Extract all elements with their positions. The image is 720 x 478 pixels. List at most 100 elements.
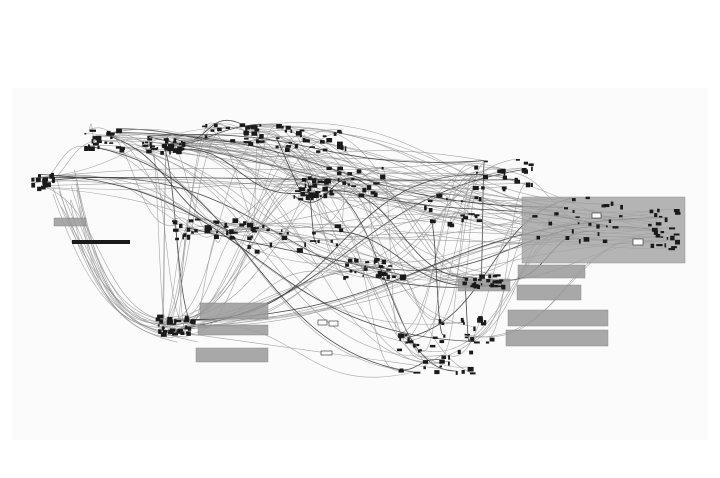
- graph-node-288[interactable]: [571, 198, 576, 202]
- graph-node-319[interactable]: [649, 209, 654, 214]
- graph-node-134[interactable]: [373, 182, 380, 185]
- graph-node-44[interactable]: [149, 142, 152, 146]
- graph-node-190[interactable]: [279, 232, 283, 235]
- graph-node-149[interactable]: [307, 176, 312, 180]
- graph-node-379[interactable]: [464, 333, 470, 336]
- graph-node-430[interactable]: [324, 179, 327, 184]
- graph-node-142[interactable]: [347, 172, 353, 176]
- node-param-2[interactable]: [328, 320, 339, 327]
- graph-node-315[interactable]: [656, 244, 663, 247]
- graph-node-23[interactable]: [89, 146, 95, 151]
- graph-node-105[interactable]: [276, 124, 282, 129]
- graph-node-49[interactable]: [172, 148, 179, 153]
- graph-node-83[interactable]: [259, 134, 264, 139]
- graph-node-133[interactable]: [356, 169, 362, 174]
- graph-node-276[interactable]: [474, 165, 479, 170]
- graph-node-35[interactable]: [116, 128, 122, 134]
- graph-node-246[interactable]: [463, 216, 469, 220]
- graph-node-393[interactable]: [172, 332, 178, 336]
- graph-node-299[interactable]: [612, 226, 619, 229]
- graph-node-60[interactable]: [167, 143, 172, 149]
- graph-node-323[interactable]: [659, 215, 663, 218]
- graph-node-373[interactable]: [461, 320, 465, 323]
- graph-node-1[interactable]: [42, 177, 49, 182]
- graph-node-141[interactable]: [358, 193, 365, 198]
- graph-node-414[interactable]: [305, 196, 310, 200]
- graph-node-161[interactable]: [179, 223, 183, 228]
- graph-node-164[interactable]: [243, 221, 247, 226]
- graph-node-466[interactable]: [470, 284, 473, 288]
- graph-node-232[interactable]: [378, 265, 383, 268]
- graph-node-347[interactable]: [413, 372, 416, 374]
- graph-node-281[interactable]: [610, 201, 614, 206]
- graph-node-305[interactable]: [554, 212, 559, 216]
- graph-node-311[interactable]: [670, 235, 675, 241]
- graph-node-216[interactable]: [364, 265, 366, 268]
- graph-node-333[interactable]: [429, 344, 436, 348]
- graph-node-330[interactable]: [669, 227, 676, 230]
- graph-node-253[interactable]: [449, 223, 455, 228]
- graph-node-389[interactable]: [155, 317, 161, 322]
- graph-node-39[interactable]: [96, 140, 102, 144]
- graph-node-171[interactable]: [182, 234, 184, 240]
- graph-node-431[interactable]: [327, 179, 331, 184]
- graph-node-313[interactable]: [655, 222, 662, 226]
- graph-node-371[interactable]: [485, 341, 490, 344]
- graph-node-282[interactable]: [548, 221, 553, 226]
- graph-node-367[interactable]: [441, 322, 445, 325]
- graph-node-310[interactable]: [650, 243, 655, 248]
- graph-node-152[interactable]: [223, 226, 229, 228]
- graph-node-432[interactable]: [315, 191, 321, 194]
- graph-node-227[interactable]: [392, 275, 396, 279]
- graph-node-307[interactable]: [673, 233, 680, 236]
- graph-node-27[interactable]: [108, 132, 115, 136]
- graph-node-436[interactable]: [316, 192, 319, 196]
- graph-node-293[interactable]: [564, 207, 568, 210]
- graph-node-154[interactable]: [191, 231, 194, 234]
- graph-node-268[interactable]: [503, 171, 506, 176]
- graph-node-236[interactable]: [378, 274, 382, 277]
- graph-node-403[interactable]: [180, 331, 185, 335]
- graph-node-374[interactable]: [464, 336, 469, 339]
- graph-node-170[interactable]: [188, 219, 194, 223]
- graph-node-297[interactable]: [602, 239, 608, 244]
- graph-node-337[interactable]: [398, 370, 404, 373]
- graph-node-233[interactable]: [399, 274, 407, 279]
- graph-node-31[interactable]: [104, 141, 108, 144]
- graph-node-122[interactable]: [333, 132, 337, 136]
- graph-node-223[interactable]: [362, 275, 364, 277]
- graph-node-79[interactable]: [243, 141, 246, 144]
- graph-node-256[interactable]: [478, 197, 482, 202]
- graph-node-426[interactable]: [308, 192, 315, 198]
- graph-node-405[interactable]: [184, 326, 189, 330]
- graph-node-225[interactable]: [354, 258, 359, 263]
- graph-node-242[interactable]: [428, 208, 433, 213]
- graph-node-228[interactable]: [354, 270, 357, 274]
- graph-node-132[interactable]: [362, 188, 367, 193]
- graph-node-235[interactable]: [349, 269, 353, 273]
- graph-node-361[interactable]: [416, 343, 420, 347]
- graph-node-138[interactable]: [366, 185, 372, 190]
- graph-node-421[interactable]: [300, 191, 305, 197]
- graph-node-284[interactable]: [571, 229, 574, 234]
- graph-node-369[interactable]: [443, 334, 446, 338]
- graph-node-126[interactable]: [322, 148, 328, 152]
- graph-node-92[interactable]: [245, 126, 248, 131]
- graph-node-301[interactable]: [606, 225, 608, 228]
- graph-node-101[interactable]: [285, 125, 291, 130]
- graph-node-231[interactable]: [344, 275, 349, 279]
- graph-node-262[interactable]: [472, 185, 479, 191]
- graph-node-270[interactable]: [483, 174, 488, 180]
- graph-node-428[interactable]: [304, 194, 311, 196]
- graph-node-55[interactable]: [160, 150, 164, 155]
- graph-node-444[interactable]: [329, 193, 335, 196]
- graph-node-364[interactable]: [477, 317, 483, 323]
- graph-node-283[interactable]: [572, 210, 575, 213]
- graph-node-355[interactable]: [439, 340, 445, 344]
- graph-node-37[interactable]: [92, 142, 99, 146]
- graph-node-339[interactable]: [457, 349, 461, 355]
- graph-node-410[interactable]: [186, 331, 191, 336]
- group-right-row-4[interactable]: [505, 329, 609, 347]
- graph-node-409[interactable]: [187, 326, 192, 331]
- graph-node-100[interactable]: [248, 142, 254, 146]
